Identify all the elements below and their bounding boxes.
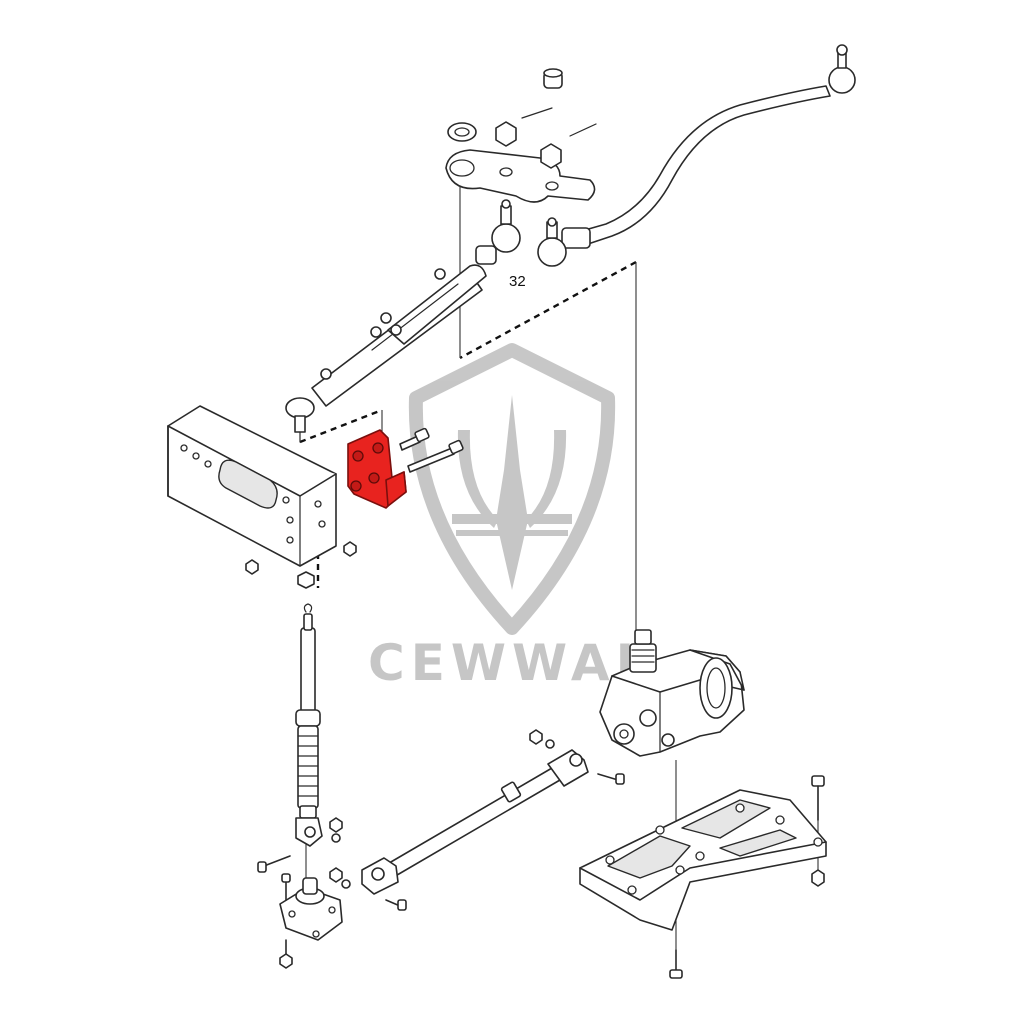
steering-arm	[445, 68, 597, 203]
watermark-text: CEWWAI	[368, 634, 640, 692]
tie-rod-ball-joint	[491, 223, 521, 253]
hex-nut	[245, 559, 259, 575]
trident-shield-icon	[408, 343, 616, 635]
hex-nut	[811, 869, 825, 887]
watermark: CEWWAI	[368, 343, 640, 692]
callout-32: 32	[509, 273, 526, 290]
damper-body	[387, 264, 487, 345]
steering-column	[257, 603, 343, 969]
column-upper-shaft	[300, 627, 316, 719]
drag-link-ball-joint	[537, 237, 567, 267]
hex-nut	[343, 541, 357, 557]
hex-bolt	[297, 571, 315, 589]
gearbox-mounting-plate	[579, 775, 827, 979]
castle-nut	[495, 121, 517, 147]
intermediate-shaft	[329, 729, 625, 911]
steering-gearbox	[599, 629, 745, 757]
mounting-bolt-head	[811, 775, 825, 787]
drag-link-ball-end	[828, 66, 856, 94]
bracket-slot	[218, 459, 278, 509]
bracket-bolts	[399, 427, 464, 473]
steering-damper	[285, 199, 521, 443]
castle-nut	[540, 143, 562, 169]
mounting-bolt-head	[669, 969, 683, 979]
gearbox-output-shaft	[629, 643, 657, 673]
damper-ball-end	[285, 397, 315, 419]
column-bellows	[297, 725, 319, 809]
drag-link-clamp	[561, 227, 591, 249]
highlighted-mounting-bracket	[347, 429, 407, 509]
drag-link	[537, 44, 856, 267]
frame-bracket	[167, 405, 357, 589]
